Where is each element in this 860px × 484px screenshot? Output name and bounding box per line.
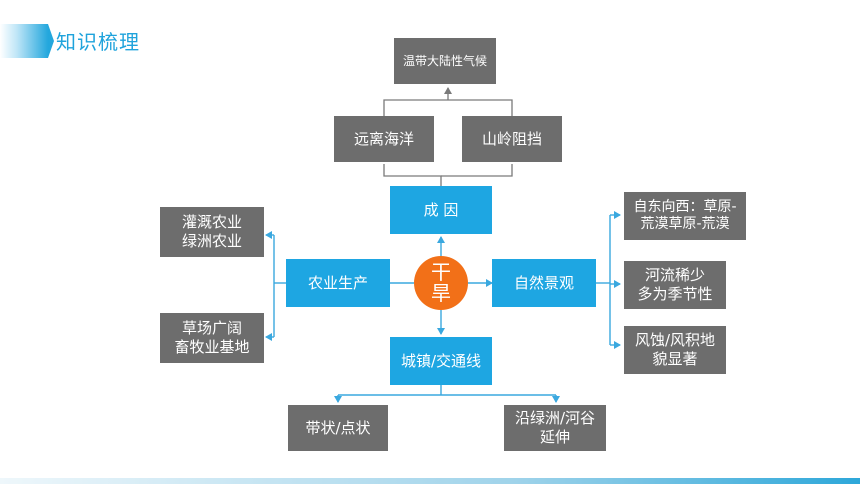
cause-climate-node: 温带大陆性气候 <box>394 38 496 84</box>
cause-bracket-upper <box>383 99 513 116</box>
branch-cause-node: 成 因 <box>390 186 492 234</box>
landscape-gradient-node: 自东向西：草原- 荒漠草原-荒漠 <box>624 192 746 240</box>
center-drought-node: 干 旱 <box>414 256 468 310</box>
cause-bracket-lower <box>383 164 442 186</box>
page-title: 知识梳理 <box>56 30 140 54</box>
landscape-wind-erosion-node: 风蚀/风积地 貌显著 <box>624 326 726 374</box>
towns-pattern-node: 带状/点状 <box>288 405 388 451</box>
cause-far-from-ocean-node: 远离海洋 <box>334 116 434 162</box>
branch-agriculture-node: 农业生产 <box>286 259 390 307</box>
cause-mountain-block-node: 山岭阻挡 <box>462 116 562 162</box>
towns-bracket <box>338 385 556 396</box>
branch-towns-node: 城镇/交通线 <box>390 337 492 385</box>
agri-pasture-node: 草场广阔 畜牧业基地 <box>160 313 264 363</box>
branch-landscape-node: 自然景观 <box>492 259 596 307</box>
agri-irrigation-node: 灌溉农业 绿洲农业 <box>160 207 264 257</box>
footer-strip <box>0 478 860 484</box>
landscape-rivers-node: 河流稀少 多为季节性 <box>624 261 726 309</box>
header-accent-bar <box>0 24 54 58</box>
towns-extend-node: 沿绿洲/河谷 延伸 <box>504 405 606 451</box>
